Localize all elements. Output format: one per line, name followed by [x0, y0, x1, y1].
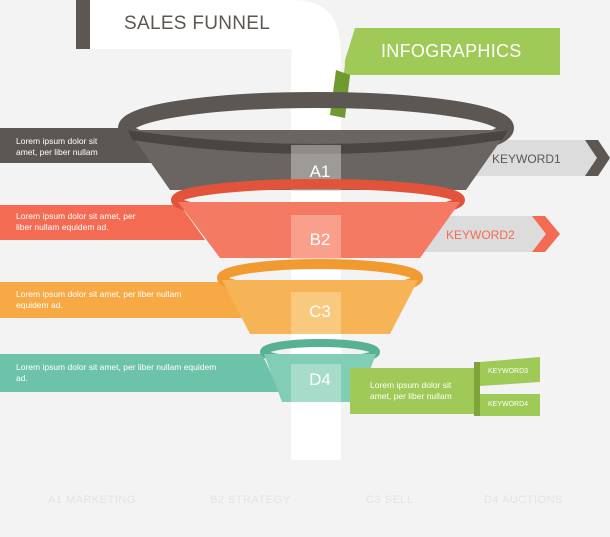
stage-b-pipe-overlay: [291, 215, 341, 259]
stage-c-label: C3: [309, 302, 331, 321]
keyword2-arrow-tip: [532, 216, 560, 252]
keyword4-label: KEYWORD4: [488, 401, 529, 408]
stage-c-band: [0, 282, 245, 318]
stage-d-pipe-overlay: [291, 364, 341, 402]
stage-d-label: D4: [309, 370, 331, 389]
footer-item-d4: D4 AUCTIONS: [484, 494, 563, 506]
stage-a-description-line2: amet, per liber nullam: [16, 147, 98, 157]
stage-c-description-line1: Lorem ipsum dolor sit amet, per liber nu…: [16, 289, 182, 299]
infographics-flag: [336, 28, 560, 110]
stage-c-description-line2: equidem ad.: [16, 300, 63, 310]
stage-a-label: A1: [309, 162, 331, 181]
stage-d-band: [0, 354, 280, 392]
pipe-bend: [291, 0, 341, 100]
stage-a-band: [0, 128, 160, 163]
stage-b-band: [0, 205, 205, 240]
stage-b-description: Lorem ipsum dolor sit amet, per liber nu…: [16, 211, 136, 233]
stage-a-description-line1: Lorem ipsum dolor sit: [16, 136, 98, 146]
stage-b-label: B2: [309, 230, 331, 249]
side-note-line2: amet, per liber nullam: [370, 391, 452, 401]
stage-c-pipe-overlay: [291, 292, 341, 334]
stage-b-description-line2: liber nullam equidem ad.: [16, 222, 109, 232]
stage-c-description: Lorem ipsum dolor sit amet, per liber nu…: [16, 289, 181, 311]
footer-item-c3: C3 SELL: [366, 494, 414, 506]
keyword2-label: KEYWORD2: [446, 228, 515, 242]
keyword2-arrow: [410, 216, 560, 252]
side-note-box: [350, 368, 480, 414]
stage-a-description: Lorem ipsum dolor sit amet, per liber nu…: [16, 136, 98, 158]
keyword1-arrow-tip: [585, 140, 610, 176]
stage-d-description-line1: Lorem ipsum dolor sit amet, per liber nu…: [16, 362, 217, 372]
side-note-fold: [474, 362, 480, 416]
stage-d-description: Lorem ipsum dolor sit amet, per liber nu…: [16, 362, 216, 384]
keyword1-label: KEYWORD1: [492, 152, 561, 166]
page-subtitle: INFOGRAPHICS: [381, 41, 522, 61]
footer-item-b2: B2 STRATEGY: [210, 494, 291, 506]
side-note-text: Lorem ipsum dolor sit amet, per liber nu…: [370, 380, 452, 402]
keyword3-flag: [480, 357, 540, 386]
page-title: SALES FUNNEL: [124, 13, 271, 34]
footer-item-a1: A1 MARKETING: [48, 494, 136, 506]
stage-d-description-line2: ad.: [16, 373, 28, 383]
side-note-line1: Lorem ipsum dolor sit: [370, 380, 452, 390]
keyword4-flag: [480, 394, 540, 416]
title-bar: [76, 0, 292, 49]
stage-b-description-line1: Lorem ipsum dolor sit amet, per: [16, 211, 136, 221]
stage-a-rim: [128, 130, 508, 154]
title-bar-marker: [76, 0, 90, 49]
keyword3-label: KEYWORD3: [488, 368, 529, 375]
